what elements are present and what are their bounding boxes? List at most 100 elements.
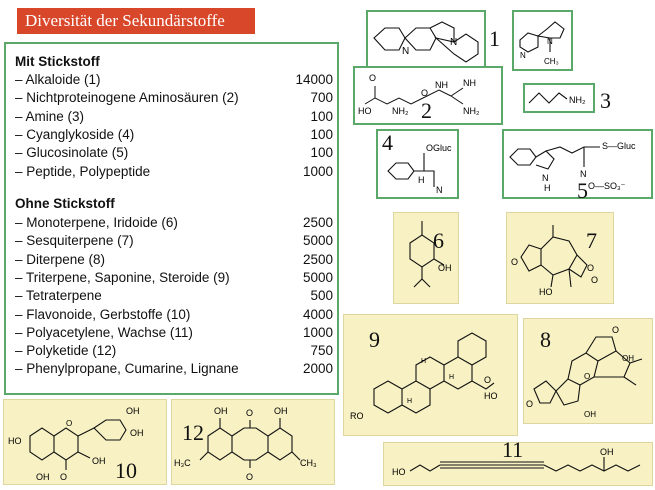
atom-label: N	[520, 51, 526, 60]
atom-label: CH₃	[300, 458, 317, 468]
compound-number: 9	[369, 327, 380, 352]
atom-label: O	[60, 472, 67, 482]
compound-number: 6	[433, 228, 444, 253]
class-row: – Monoterpene, Iridoide (6)2500	[15, 215, 333, 233]
atom-label: RO	[350, 411, 364, 421]
structure-3-drawing: NH₂	[528, 92, 586, 105]
class-list-panel: Mit Stickstoff – Alkaloide (1) 14000 – Nic…	[4, 42, 339, 395]
atom-label: H	[421, 358, 426, 365]
class-count: 2500	[302, 215, 333, 230]
class-label: – Cyanglykoside (4)	[15, 126, 135, 142]
atom-label: CH₃	[544, 57, 559, 66]
atom-label: O	[484, 375, 491, 385]
class-row: – Phenylpropane, Cumarine, Lignane 2000	[15, 361, 333, 379]
atom-label: O	[612, 325, 619, 335]
compound-number: 4	[382, 130, 393, 155]
structure-nicotine-box: N N CH₃	[512, 10, 573, 71]
class-label: – Amine (3)	[15, 108, 85, 124]
atom-label: OGluc	[426, 143, 452, 153]
class-count: 2500	[302, 251, 333, 267]
class-count: 2000	[302, 361, 333, 377]
atom-label: HO	[392, 467, 406, 477]
compound-number: 12	[182, 420, 204, 445]
atom-label: O	[421, 88, 428, 98]
atom-label: OH	[584, 410, 596, 419]
structure-10-box: HO O O OH OH OH OH	[3, 399, 167, 485]
class-row: – Amine (3)100	[15, 109, 333, 127]
structure-12-box: OH O OH O H₃C CH₃	[171, 399, 335, 485]
class-label: – Phenylpropane, Cumarine, Lignane	[15, 361, 239, 377]
class-label: – Peptide, Polypeptide	[15, 163, 151, 179]
structure-3-box: NH₂	[523, 83, 595, 113]
atom-label: H₃C	[174, 458, 191, 468]
compound-number: 3	[600, 88, 611, 113]
class-count: 1000	[302, 324, 333, 340]
atom-label: H	[544, 183, 551, 193]
class-count: 14000	[295, 72, 333, 87]
atom-label: N	[436, 185, 443, 195]
compound-number: 2	[421, 98, 432, 123]
structure-7-box: O O O HO	[506, 212, 614, 304]
class-label: – Flavonoide, Gerbstoffe (10)	[15, 306, 191, 322]
atom-label: S—Gluc	[602, 141, 636, 151]
class-label: – Glucosinolate (5)	[15, 145, 129, 161]
structure-4-box: OGluc H N	[376, 129, 459, 199]
structure-6-box: OH	[393, 212, 459, 304]
atom-label: HO	[539, 287, 553, 297]
structure-nicotine-drawing: N N CH₃	[519, 21, 565, 66]
class-label: – Nichtproteinogene Aminosäuren (2)	[15, 90, 239, 106]
structure-9-drawing: RO O HO H H H	[350, 332, 498, 421]
structure-7-drawing: O O O HO	[511, 225, 598, 297]
compound-number: 7	[586, 228, 597, 253]
structure-10-drawing: HO O O OH OH OH OH	[8, 406, 144, 482]
structure-5-box: N H S—Gluc N O—SO₃⁻	[502, 129, 653, 199]
compound-number: 1	[489, 26, 500, 51]
structure-8-box: O O O OH OH	[523, 318, 653, 424]
atom-label: OH	[600, 447, 614, 457]
class-row: – Triterpene, Saponine, Steroide (9)5000	[15, 270, 333, 288]
atom-label: HO	[358, 106, 372, 116]
atom-label: H	[407, 398, 412, 405]
class-count: 100	[310, 145, 333, 161]
structure-9-box: RO O HO H H H	[343, 314, 518, 436]
structure-12-drawing: OH O OH O H₃C CH₃	[174, 406, 317, 482]
atom-label: NH₂	[463, 106, 480, 116]
atom-label: H	[418, 175, 425, 185]
structure-2-drawing: O HO NH₂ O NH NH NH₂	[358, 73, 480, 116]
atom-label: N	[580, 169, 587, 179]
atom-label: N	[402, 46, 409, 57]
without-nitrogen-heading: Ohne Stickstoff	[15, 196, 115, 211]
class-count: 750	[310, 343, 333, 359]
class-label: – Polyketide (12)	[15, 343, 117, 359]
structure-1-drawing: N N	[373, 21, 479, 63]
with-nitrogen-heading: Mit Stickstoff	[15, 54, 100, 69]
atom-label: NH	[435, 80, 448, 90]
structure-2-box: O HO NH₂ O NH NH NH₂	[353, 66, 503, 125]
atom-label: O	[246, 408, 253, 418]
page-title: Diversität der Sekundärstoffe	[17, 8, 255, 34]
class-label: – Diterpene (8)	[15, 251, 106, 267]
atom-label: HO	[484, 391, 498, 401]
class-count: 100	[310, 126, 333, 142]
atom-label: OH	[214, 406, 228, 416]
class-label: – Alkaloide (1)	[15, 72, 101, 87]
atom-label: OH	[36, 472, 50, 482]
atom-label: H	[449, 374, 454, 381]
atom-label: N	[450, 37, 457, 48]
atom-label: OH	[130, 428, 144, 438]
structure-5-drawing: N H S—Gluc N O—SO₃⁻	[509, 141, 636, 193]
structure-4-drawing: OGluc H N	[387, 143, 452, 195]
structure-11-box: HO OH	[383, 442, 653, 486]
atom-label: O	[66, 419, 72, 428]
class-label: – Sesquiterpene (7)	[15, 233, 134, 249]
class-count: 4000	[302, 306, 333, 322]
atom-label: O	[584, 372, 590, 381]
compound-number: 10	[115, 458, 137, 483]
atom-label: O	[526, 399, 533, 409]
atom-label: OH	[274, 406, 288, 416]
compound-number: 8	[540, 327, 551, 352]
atom-label: O	[591, 275, 598, 285]
atom-label: NH	[463, 78, 476, 88]
